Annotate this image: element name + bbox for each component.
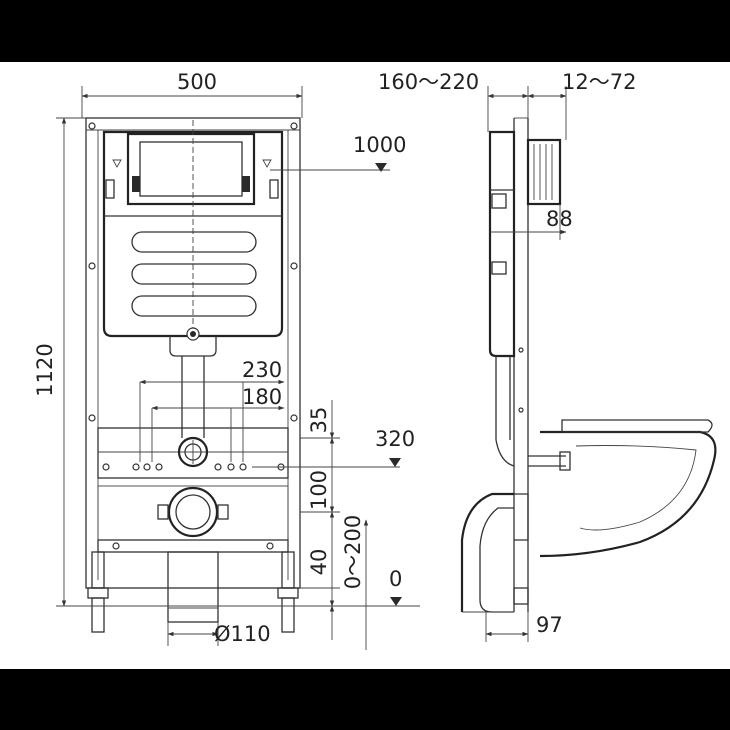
front-dimensions: 500 1120 1000 230 180 320 35 100 40	[33, 70, 415, 650]
front-view	[70, 117, 420, 633]
bottom-letterbox-bar	[0, 669, 730, 730]
cistern-rib	[131, 263, 257, 285]
flush-plate-height-label: 1000	[353, 133, 406, 157]
frame-height-label: 1120	[33, 343, 57, 396]
cistern-side	[488, 130, 516, 358]
drain-diameter-label: Ø110	[214, 622, 271, 646]
foot-adjust-label: 0～200	[341, 515, 365, 589]
cistern-offset-label: 12～72	[562, 70, 636, 94]
inlet-gap-upper-label: 35	[307, 407, 331, 434]
inlet-crossbar	[97, 427, 289, 479]
frame-width-label: 500	[177, 70, 217, 94]
toilet-pan	[539, 430, 717, 558]
frame-outline	[85, 117, 301, 589]
top-letterbox-bar	[0, 0, 730, 62]
cistern-body	[102, 130, 284, 338]
cistern-rib	[131, 295, 257, 317]
flush-housing-side	[526, 138, 562, 206]
cistern-rib	[131, 231, 257, 253]
inlet-gap-lower-label: 100	[307, 470, 331, 510]
plate-depth-label: 88	[546, 207, 573, 231]
side-dimensions: 160～220 12～72 88 97	[378, 70, 636, 642]
inlet-distance-outer-label: 230	[242, 358, 282, 382]
pan-offset-label: 97	[536, 613, 563, 637]
wall-depth-label: 160～220	[378, 70, 479, 94]
drawing-area	[0, 62, 730, 669]
inlet-height-label: 320	[375, 427, 415, 451]
inlet-distance-inner-label: 180	[242, 385, 282, 409]
drain-pipe	[167, 551, 219, 623]
floor-level-label: 0	[389, 567, 402, 591]
side-view	[460, 117, 717, 613]
foot-height-label: 40	[307, 549, 331, 576]
drain-trap	[460, 492, 514, 612]
flush-plate-opening	[126, 132, 256, 206]
drain-connector	[167, 486, 219, 538]
